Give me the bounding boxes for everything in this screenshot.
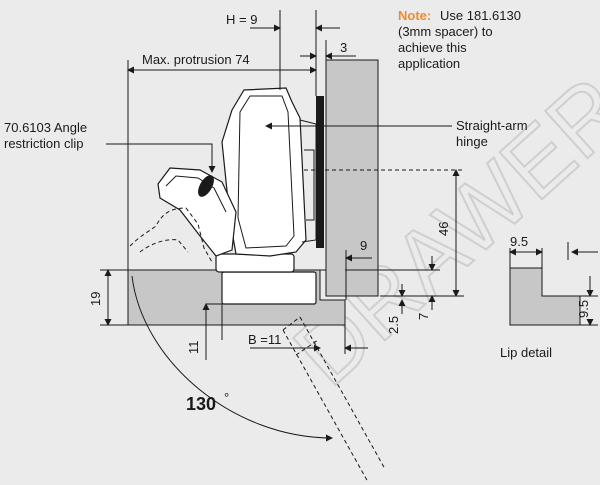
cabinet-side [325,59,379,297]
mounting-plate [316,96,324,248]
note-line-4: application [398,56,460,71]
dim-7-label: 7 [416,313,431,320]
angle-unit: ° [224,390,229,405]
lip-detail-caption: Lip detail [500,345,552,360]
note-line-1: Use 181.6130 [440,8,521,23]
dim-11-label: 11 [186,341,201,355]
dim-b-label: B =11 [248,332,281,347]
note-line-3: achieve this [398,40,467,55]
note-heading: Note: [398,8,431,23]
hinge-cup-rim [215,253,295,273]
dim-h-label: H = 9 [226,12,257,27]
hinge-cup [221,271,317,305]
dim-46-label: 46 [436,222,451,236]
lip-side-label: 9.5 [576,300,591,318]
hinge-label-line-1: Straight-arm [456,118,528,133]
clip-tip [198,175,214,197]
lip-detail-shape [509,267,581,326]
lip-top-label: 9.5 [510,234,528,249]
dim-19-label: 19 [88,292,103,306]
angle-value: 130 [186,394,216,414]
hinge-label-line-2: hinge [456,134,488,149]
note-line-2: (3mm spacer) to [398,24,493,39]
max-protrusion-label: Max. protrusion 74 [142,52,250,67]
dim-spacer-label: 3 [340,40,347,55]
clip-label-line-1: 70.6103 Angle [4,120,87,135]
dim-2-5-label: 2.5 [386,316,401,334]
angle-restriction-clip [157,167,237,257]
dim-9-label: 9 [360,238,367,253]
clip-label-line-2: restriction clip [4,136,83,151]
